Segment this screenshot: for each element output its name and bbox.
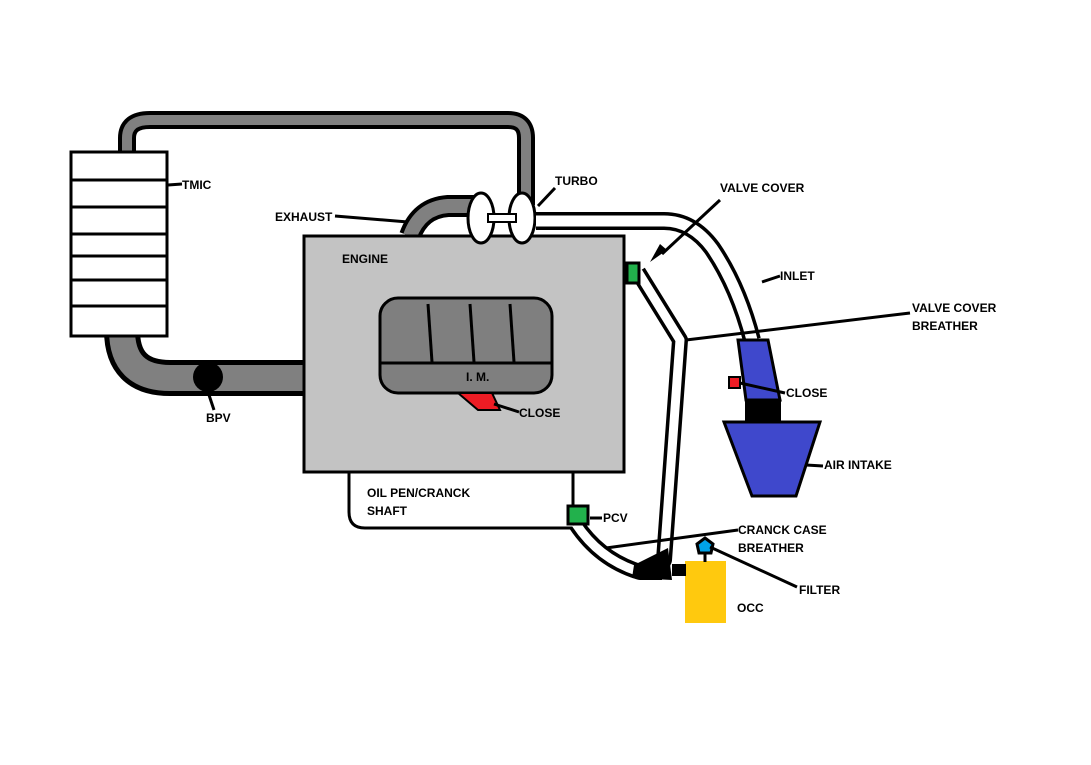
label-filter: FILTER [799,583,840,597]
label-valve-cover: VALVE COVER [720,181,805,195]
intake-manifold-close-port [455,392,502,411]
label-exhaust: EXHAUST [275,210,333,224]
hose-junction [632,548,672,580]
occ-filter [695,536,715,562]
label-crankcase-breather-2: BREATHER [738,541,804,555]
label-tmic: TMIC [182,178,212,192]
label-crankcase-breather-1: CRANCK CASE [738,523,827,537]
label-engine: ENGINE [342,252,388,266]
label-occ: OCC [737,601,764,615]
label-close-manifold: CLOSE [519,406,560,420]
label-bpv: BPV [206,411,231,425]
valve-cover-fitting [625,261,641,285]
label-turbo: TURBO [555,174,598,188]
label-oil-pan-1: OIL PEN/CRANCK [367,486,470,500]
label-valve-cover-breather-2: BREATHER [912,319,978,333]
air-intake-close-port [728,376,741,389]
label-air-intake: AIR INTAKE [824,458,892,472]
occ-catch-can [685,561,726,623]
pcv-valve [566,504,590,526]
bpv-valve [193,362,223,392]
label-valve-cover-breather-1: VALVE COVER [912,301,997,315]
intake-manifold [378,296,554,395]
label-intake-manifold: I. M. [466,370,489,384]
valve-cover-arrow [650,198,722,262]
label-inlet: INLET [780,269,815,283]
label-close-intake: CLOSE [786,386,827,400]
leader-lines [167,182,911,589]
tmic-intercooler [69,150,169,338]
air-intake-filter [721,420,823,498]
oil-return-line [347,472,572,530]
label-pcv: PCV [603,511,628,525]
turbocharger [466,191,537,245]
label-oil-pan-2: SHAFT [367,504,408,518]
charge-pipe-top [118,111,535,205]
